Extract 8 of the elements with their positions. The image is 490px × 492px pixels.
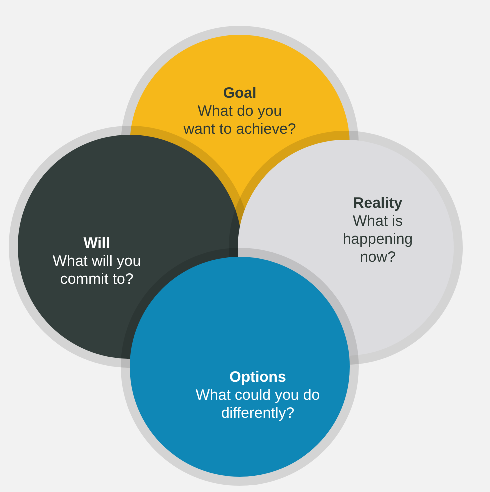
question-text: What is happening now? <box>342 213 414 267</box>
question-text: What do you want to achieve? <box>182 103 298 139</box>
heading: Will <box>84 235 110 253</box>
heading: Goal <box>223 85 257 103</box>
question-text: What could you do differently? <box>194 387 322 423</box>
heading: Reality <box>353 195 403 213</box>
heading: Options <box>230 369 286 387</box>
question-text: What will you commit to? <box>52 253 142 289</box>
